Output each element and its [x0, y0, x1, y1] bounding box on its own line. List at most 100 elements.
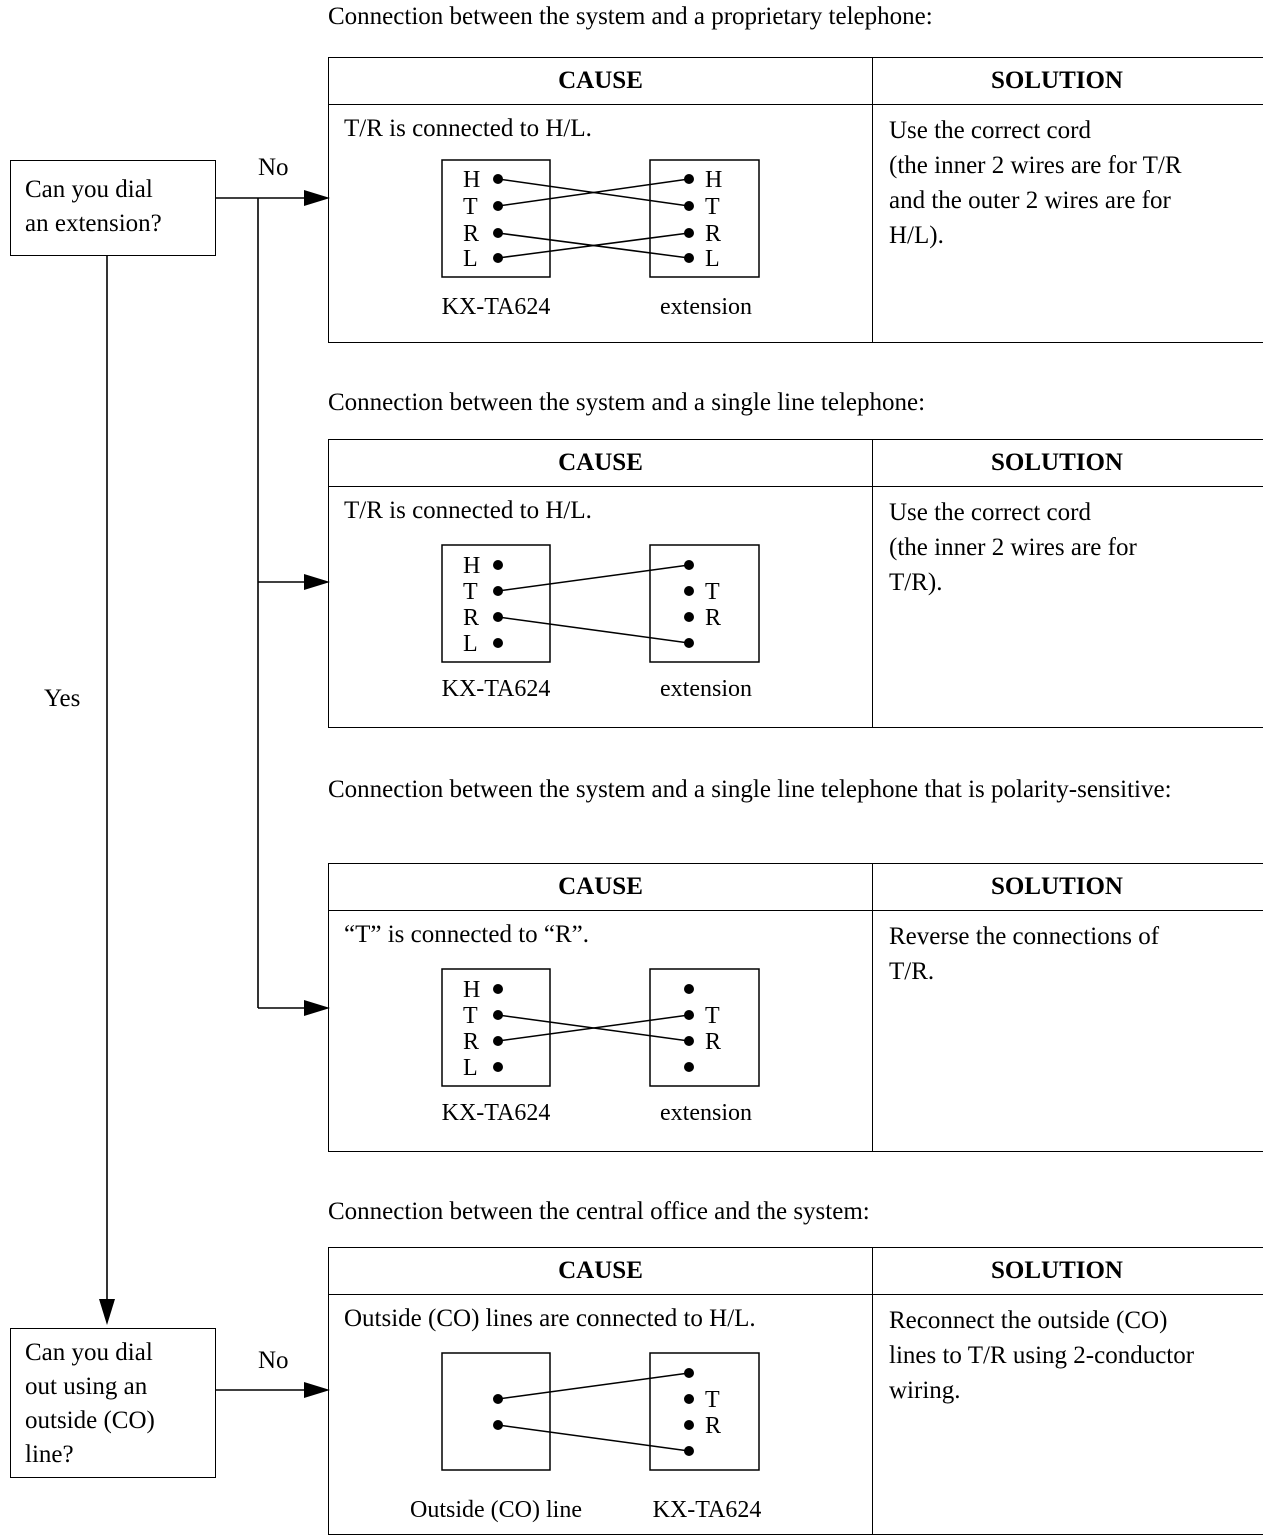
no-label: No	[258, 153, 289, 183]
solution-line: Reverse the connections of	[889, 919, 1263, 954]
pin-label: T	[705, 1387, 720, 1413]
arrow-to-table-4	[304, 1382, 330, 1398]
question-line: Can you dial	[25, 173, 215, 207]
pin-label: H	[463, 553, 480, 579]
right-device-label: extension	[660, 676, 752, 702]
solution-line: T/R.	[889, 954, 1263, 989]
solution-line: (the inner 2 wires are for	[889, 530, 1263, 565]
cause-header: CAUSE	[329, 1248, 873, 1295]
question-line: line?	[25, 1438, 215, 1472]
pin-dot	[493, 253, 503, 263]
cause-cell: “T” is connected to “R”. H T R L	[329, 911, 873, 1152]
cause-solution-table: CAUSE SOLUTION T/R is connected to H/L. …	[328, 439, 1263, 728]
pin-label: H	[705, 167, 722, 193]
pin-dot	[684, 638, 694, 648]
cause-solution-table: CAUSE SOLUTION Outside (CO) lines are co…	[328, 1247, 1263, 1535]
section-heading: Connection between the system and a sing…	[328, 388, 925, 418]
pin-dot	[684, 253, 694, 263]
pin-dot	[684, 1394, 694, 1404]
pin-label: L	[463, 246, 478, 272]
section-heading: Connection between the central office an…	[328, 1197, 870, 1227]
cause-header: CAUSE	[329, 864, 873, 911]
right-device-label: KX-TA624	[653, 1497, 762, 1523]
pin-dot	[493, 1062, 503, 1072]
arrow-to-table-2	[304, 574, 330, 590]
pin-dot	[684, 1036, 694, 1046]
pin-label: H	[463, 977, 480, 1003]
pin-dot	[684, 1446, 694, 1456]
wiring-diagram: H T R L T R KX-TA624 extension	[329, 911, 873, 1152]
solution-line: (the inner 2 wires are for T/R	[889, 148, 1263, 183]
solution-header: SOLUTION	[873, 864, 1263, 911]
arrow-to-table-3	[304, 1000, 330, 1016]
pin-dot	[493, 560, 503, 570]
no-label: No	[258, 1346, 289, 1376]
pin-label: T	[705, 194, 720, 220]
left-device-label: Outside (CO) line	[410, 1497, 582, 1523]
cause-cell: T/R is connected to H/L. H T R L	[329, 487, 873, 728]
pin-dot	[684, 1010, 694, 1020]
pin-label: R	[463, 1029, 479, 1055]
left-device-label: KX-TA624	[442, 676, 551, 702]
pin-dot	[493, 228, 503, 238]
pin-dot	[493, 586, 503, 596]
arrow-to-table-1	[304, 190, 330, 206]
wiring-diagram: H T R L T R KX-TA624 extension	[329, 487, 873, 728]
cause-cell: T/R is connected to H/L. H T	[329, 105, 873, 343]
question-line: outside (CO)	[25, 1404, 215, 1438]
solution-line: Reconnect the outside (CO)	[889, 1303, 1263, 1338]
pin-dot	[684, 612, 694, 622]
solution-cell: Use the correct cord (the inner 2 wires …	[873, 105, 1263, 343]
solution-line: lines to T/R using 2-conductor	[889, 1338, 1263, 1373]
pin-dot	[493, 1010, 503, 1020]
arrow-to-question-2	[99, 1299, 115, 1325]
wiring-diagram: T R Outside (CO) line KX-TA624	[329, 1295, 873, 1535]
pin-dot	[684, 560, 694, 570]
cause-solution-table: CAUSE SOLUTION T/R is connected to H/L.	[328, 57, 1263, 343]
pin-label: T	[705, 579, 720, 605]
pin-label: L	[463, 631, 478, 657]
pin-dot	[684, 201, 694, 211]
pin-label: R	[463, 221, 479, 247]
pin-dot	[493, 174, 503, 184]
left-device-label: KX-TA624	[442, 1100, 551, 1126]
pin-label: T	[463, 579, 478, 605]
cause-header: CAUSE	[329, 58, 873, 105]
pin-dot	[493, 1420, 503, 1430]
pin-label: T	[463, 194, 478, 220]
solution-line: Use the correct cord	[889, 495, 1263, 530]
solution-line: wiring.	[889, 1373, 1263, 1408]
pin-label: T	[705, 1003, 720, 1029]
left-device-label: KX-TA624	[442, 294, 551, 320]
solution-header: SOLUTION	[873, 58, 1263, 105]
question-line: an extension?	[25, 207, 215, 241]
solution-cell: Use the correct cord (the inner 2 wires …	[873, 487, 1263, 728]
question-line: Can you dial	[25, 1336, 215, 1370]
pin-dot	[684, 174, 694, 184]
solution-line: T/R).	[889, 565, 1263, 600]
pin-dot	[493, 1036, 503, 1046]
solution-cell: Reconnect the outside (CO) lines to T/R …	[873, 1295, 1263, 1535]
right-device-label: extension	[660, 1100, 752, 1126]
question-line: out using an	[25, 1370, 215, 1404]
pin-dot	[493, 984, 503, 994]
wiring-diagram: H T R L H T R L KX-TA624 extension	[329, 105, 873, 343]
cause-cell: Outside (CO) lines are connected to H/L.…	[329, 1295, 873, 1535]
solution-header: SOLUTION	[873, 440, 1263, 487]
solution-header: SOLUTION	[873, 1248, 1263, 1295]
pin-label: R	[705, 221, 721, 247]
pin-label: H	[463, 167, 480, 193]
cause-solution-table: CAUSE SOLUTION “T” is connected to “R”. …	[328, 863, 1263, 1152]
cause-header: CAUSE	[329, 440, 873, 487]
question-dial-extension: Can you dial an extension?	[10, 160, 216, 256]
section-heading: Connection between the system and a prop…	[328, 2, 933, 32]
pin-dot	[684, 1420, 694, 1430]
section-heading: Connection between the system and a sing…	[328, 772, 1198, 808]
pin-dot	[684, 228, 694, 238]
solution-line: and the outer 2 wires are for	[889, 183, 1263, 218]
yes-label: Yes	[44, 684, 80, 714]
right-device-label: extension	[660, 294, 752, 320]
pin-label: R	[705, 1413, 721, 1439]
pin-dot	[493, 612, 503, 622]
pin-dot	[493, 201, 503, 211]
